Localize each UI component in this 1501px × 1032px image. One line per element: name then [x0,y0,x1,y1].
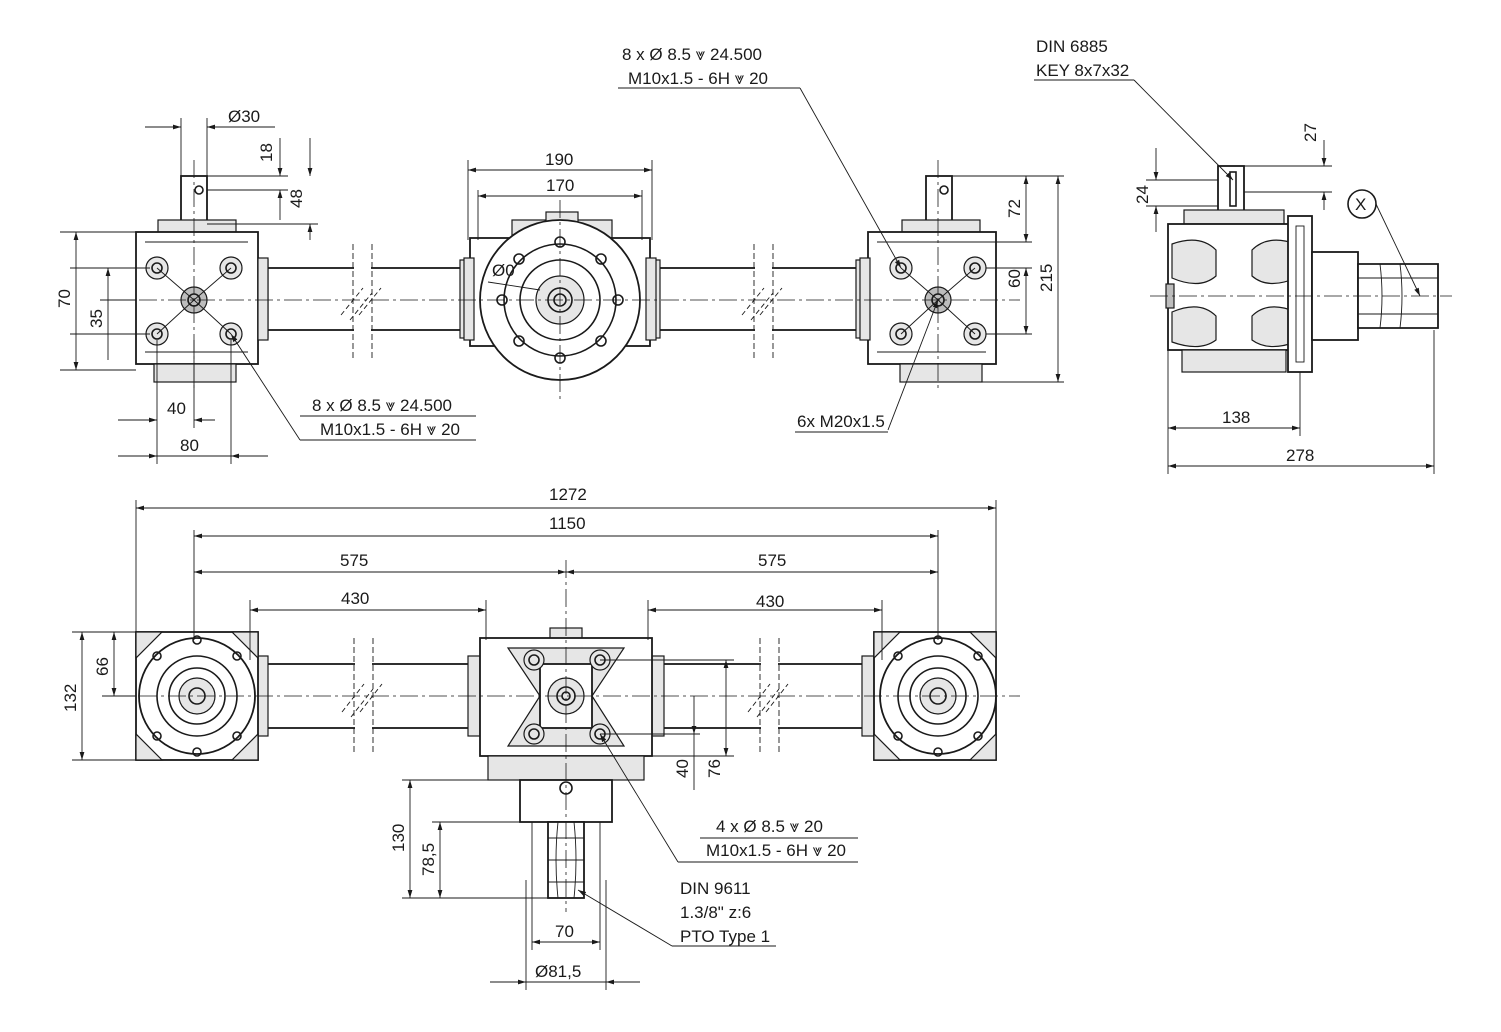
dim-76: 76 [705,759,724,778]
dim-138: 138 [1222,408,1250,427]
dim-81-5: Ø81,5 [535,962,581,981]
top-right-shaft [647,244,869,358]
dim-70-pto: 70 [555,922,574,941]
top-view: Ø30 18 48 70 35 40 [55,45,1064,464]
dim-72: 72 [1005,199,1024,218]
key-note-line2: KEY 8x7x32 [1036,61,1129,80]
dim-78-5: 78,5 [419,843,438,876]
dim-35: 35 [87,309,106,328]
dim-430-left: 430 [341,589,369,608]
front-view: 1272 1150 575 575 430 430 132 66 [61,485,1020,990]
front-left-vertical-dimensions: 132 66 [61,631,136,761]
front-horizontal-dimensions: 1272 1150 575 575 430 430 [135,485,997,660]
front-center-vertical-dimensions: 40 76 [600,659,734,790]
dim-575-left: 575 [340,551,368,570]
pto-note-line1: DIN 9611 [680,879,751,898]
dim-66: 66 [93,657,112,676]
pto-note-line2: 1.3/8" z:6 [680,903,751,922]
dim-1150: 1150 [549,514,586,533]
top-left-shaft [255,244,473,358]
dim-70: 70 [55,289,74,308]
side-view: DIN 6885 KEY 8x7x32 27 24 X 138 278 [1034,37,1452,474]
dim-60: 60 [1005,269,1024,288]
dim-130: 130 [389,824,408,852]
top-hole-note-line1: 8 x Ø 8.5 ⩔ 24.500 [622,45,762,64]
dim-132: 132 [61,684,80,712]
front-pto-dimensions: 130 78,5 70 Ø81,5 [389,779,640,990]
front-hole-note-line1: 4 x Ø 8.5 ⩔ 20 [716,817,823,836]
top-right-gearbox [859,175,997,383]
dim-40-front: 40 [673,759,692,778]
pto-note-line3: PTO Type 1 [680,927,770,946]
dim-48: 48 [287,189,306,208]
front-right-shaft [651,638,875,752]
dim-1272: 1272 [549,485,587,504]
dim-40-top: 40 [167,399,186,418]
dim-center-diameter: Ø0 [492,261,515,280]
hole-note-line2: M10x1.5 - 6H ⩔ 20 [320,420,460,439]
top-left-gearbox [135,175,269,383]
top-center-dimensions: 190 170 Ø0 [467,150,653,291]
front-hole-note-line2: M10x1.5 - 6H ⩔ 20 [706,841,846,860]
thread-note: 6x M20x1.5 [797,412,885,431]
front-left-shaft [255,638,481,752]
top-left-dimensions: Ø30 18 48 70 35 40 [55,107,476,464]
dim-430-right: 430 [756,592,784,611]
dim-170: 170 [546,176,574,195]
key-note-line1: DIN 6885 [1036,37,1108,56]
top-right-dimensions: 8 x Ø 8.5 ⩔ 24.500 M10x1.5 - 6H ⩔ 20 72 … [618,45,1064,433]
dim-24: 24 [1133,185,1152,204]
top-hole-note-line2: M10x1.5 - 6H ⩔ 20 [628,69,768,88]
dim-278: 278 [1286,446,1314,465]
dim-18: 18 [257,143,276,162]
hole-note-line1: 8 x Ø 8.5 ⩔ 24.500 [312,396,452,415]
detail-x-label: X [1355,195,1366,214]
dim-80: 80 [180,436,199,455]
dim-shaft-diameter: Ø30 [228,107,260,126]
dim-215: 215 [1037,264,1056,292]
dim-190: 190 [545,150,573,169]
dim-27: 27 [1301,123,1320,142]
dim-575-right: 575 [758,551,786,570]
